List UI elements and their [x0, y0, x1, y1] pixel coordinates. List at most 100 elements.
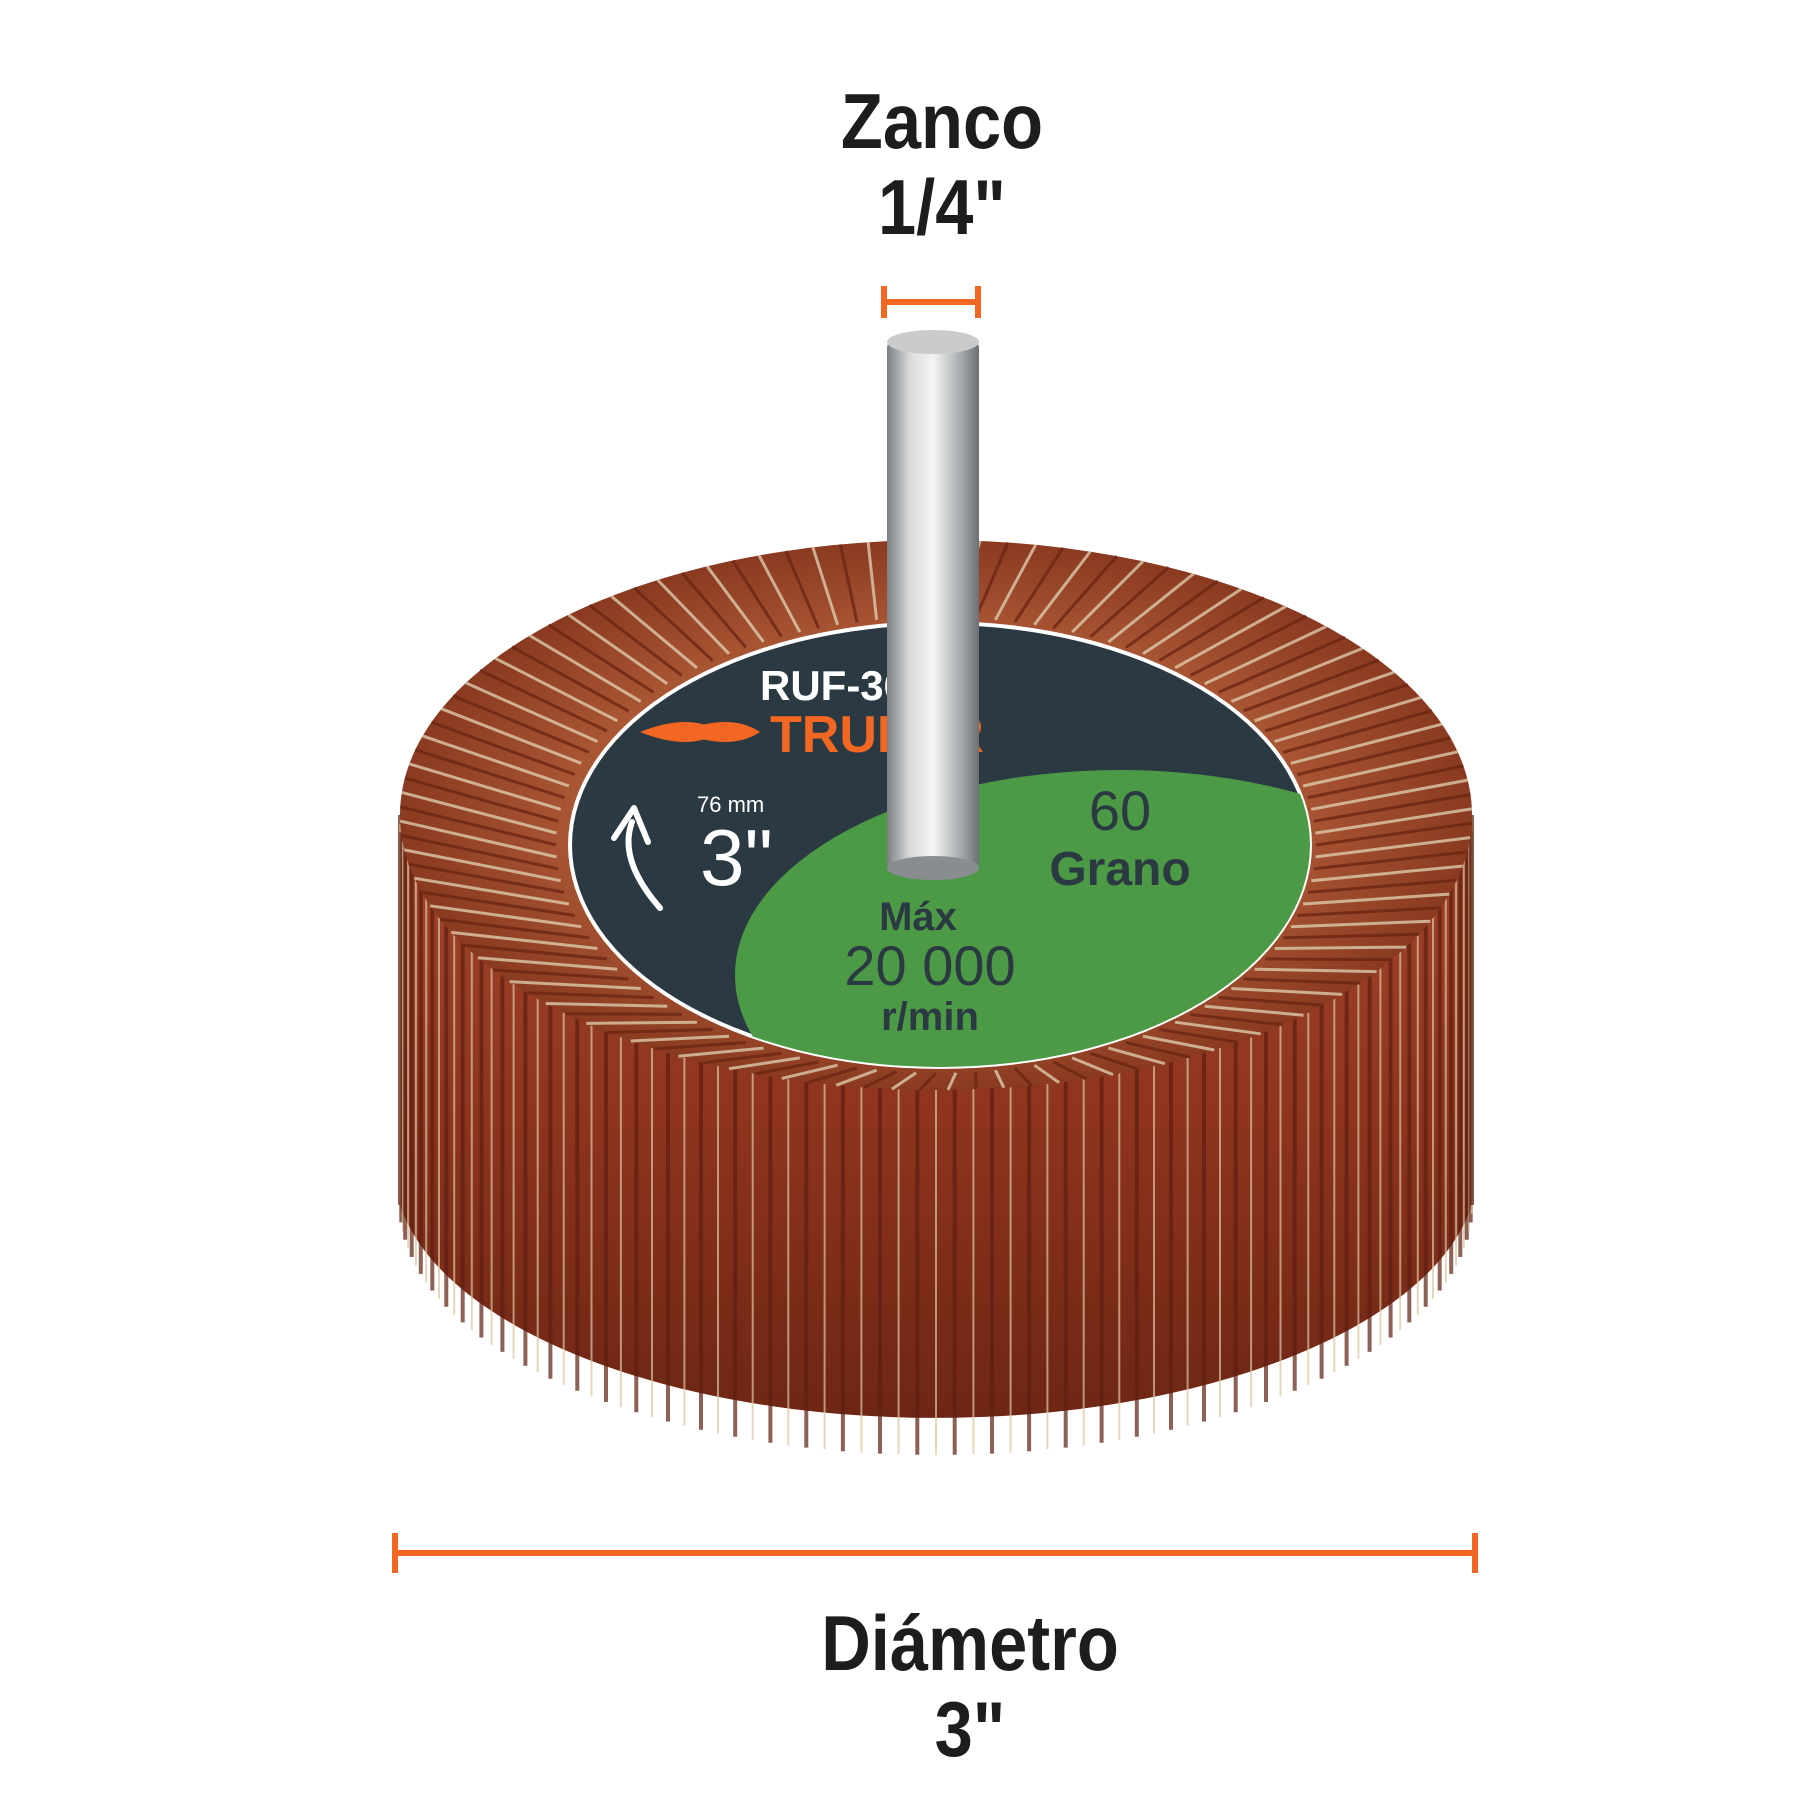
top-flap-edge	[421, 890, 575, 917]
top-flap-edge	[838, 544, 859, 623]
top-flap-edge	[630, 1034, 730, 1043]
truper-logo-icon	[640, 722, 760, 742]
top-flap-edge	[1311, 864, 1463, 883]
top-flap-edge	[1274, 945, 1407, 950]
shank-dimension-marker	[881, 286, 981, 318]
top-flap-edge	[545, 1002, 668, 1008]
top-flap-edge	[728, 1056, 801, 1071]
top-flap-edge	[1265, 957, 1392, 962]
top-flap-edge	[731, 559, 783, 638]
top-flap-edge	[994, 1069, 1006, 1089]
top-flap-edge	[430, 720, 576, 776]
top-flap-edge	[1217, 635, 1346, 694]
top-flap-edge	[404, 776, 559, 823]
top-flap-edge	[1089, 566, 1170, 638]
top-flap-edge	[654, 1041, 747, 1051]
top-flap-edge	[1033, 1063, 1060, 1084]
top-flap-edge	[463, 943, 608, 961]
top-flap-edge	[808, 1066, 858, 1084]
top-flap-edge	[633, 586, 714, 662]
top-flap-edge	[1052, 555, 1118, 630]
top-flap-edge	[1071, 560, 1145, 634]
top-flap-edge	[1052, 1060, 1087, 1081]
top-flap-edge	[399, 819, 557, 859]
diameter-value: 3"	[934, 1685, 1006, 1773]
top-flap-edge	[1107, 572, 1195, 644]
top-flap-edge	[439, 917, 590, 940]
top-flap-edge	[784, 550, 820, 629]
top-flap-edge	[1190, 1012, 1283, 1027]
size-mm: 76 mm	[697, 792, 764, 817]
top-flap-edge	[946, 1072, 958, 1091]
top-flap-edge	[1204, 625, 1327, 686]
top-flap-edge	[1254, 967, 1377, 974]
top-flap-edge	[1315, 807, 1473, 835]
top-flap-edge	[441, 707, 582, 765]
top-flap-edge	[408, 862, 565, 894]
top-flap-edge	[1125, 579, 1219, 649]
top-flap-edge	[1108, 1046, 1166, 1066]
top-flap-edge	[452, 694, 590, 754]
top-flap-edge	[1315, 821, 1473, 847]
top-flap-edge	[1290, 919, 1431, 929]
diameter-dimension-label: Diámetro 3"	[178, 1600, 1762, 1772]
top-flap-edge	[1230, 647, 1364, 703]
top-flap-edge	[404, 848, 561, 883]
shank-title: Zanco	[840, 77, 1044, 165]
top-flap-edge	[866, 542, 879, 620]
top-flap-edge	[414, 748, 565, 800]
flap-wheel-top-flaps	[399, 539, 1473, 1091]
top-flap-edge	[994, 544, 1038, 621]
top-flap-edge	[1283, 932, 1419, 940]
top-flap-edge	[509, 980, 641, 990]
grit-label: Grano	[1049, 843, 1190, 896]
top-flap-edge	[408, 762, 562, 811]
top-flap-edge	[680, 571, 748, 649]
top-flap-edge	[1282, 709, 1433, 754]
top-flap-edge	[1033, 550, 1092, 626]
top-flap-edge	[781, 1063, 838, 1080]
top-flap-edge	[1142, 587, 1243, 656]
top-flap-edge	[1302, 892, 1450, 906]
top-flap-edge	[1242, 658, 1380, 713]
diameter-dimension-marker	[392, 1533, 1478, 1573]
top-flap-edge	[1313, 850, 1468, 871]
top-flap-edge	[1231, 987, 1343, 996]
top-flap-edge	[567, 613, 669, 686]
top-flap-edge	[863, 1070, 897, 1089]
top-flap-edge	[1125, 1041, 1191, 1059]
top-flap-edge	[511, 645, 630, 713]
top-flap-edge	[705, 565, 765, 643]
shank-dimension-label: Zanco 1/4"	[150, 78, 1734, 250]
top-flap-edge	[565, 1012, 682, 1016]
top-flap-edge	[1290, 722, 1443, 765]
top-flap-edge	[1274, 696, 1422, 743]
top-flap-edge	[1264, 683, 1409, 733]
top-flap-edge	[1071, 1056, 1114, 1076]
top-flap-edge	[1313, 793, 1471, 823]
top-flap-edge	[1311, 778, 1468, 811]
top-flap-edge	[492, 968, 629, 981]
top-flap-edge	[588, 604, 683, 677]
top-flap-edge	[1297, 736, 1451, 776]
top-flap-edge	[401, 790, 557, 835]
top-flap-edge	[1174, 1020, 1261, 1036]
max-speed: 20 000	[844, 934, 1015, 997]
top-flap-edge	[547, 623, 655, 694]
top-flap-edge	[835, 1068, 878, 1087]
top-flap-edge	[586, 1020, 697, 1025]
top-flap-edge	[422, 734, 570, 788]
top-flap-edge	[1297, 906, 1441, 917]
speed-unit: r/min	[881, 995, 979, 1039]
top-flap-edge	[891, 1071, 917, 1091]
shank-shaft	[887, 330, 979, 880]
shank-value: 1/4"	[878, 163, 1006, 251]
top-flap-edge	[678, 1046, 764, 1058]
top-flap-edge	[1307, 878, 1457, 894]
top-flap-edge	[451, 930, 598, 950]
top-flap-edge	[1159, 1028, 1239, 1044]
top-flap-edge	[494, 657, 618, 723]
top-flap-edge	[1254, 670, 1395, 723]
flap-wheel-flaps	[398, 815, 1474, 1455]
top-flap-edge	[918, 1071, 938, 1091]
